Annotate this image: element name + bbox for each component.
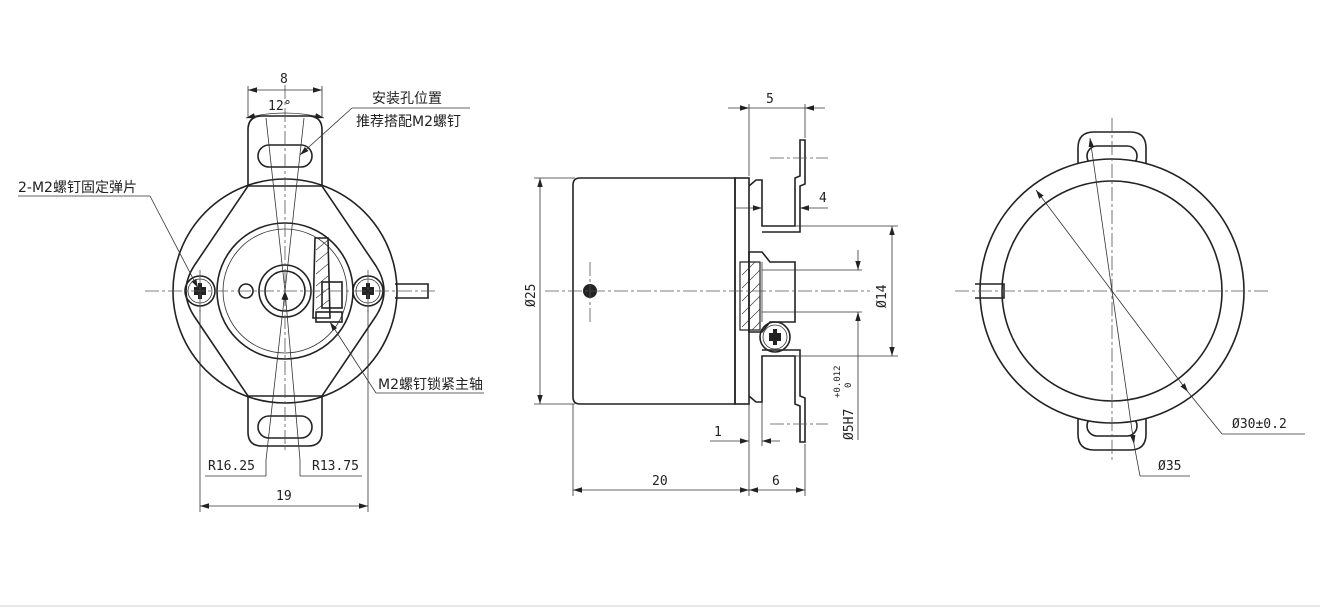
spring-bracket (748, 139, 806, 233)
dim-d35: Ø35 (1158, 459, 1181, 474)
side-view: 5 4 Ø25 Ø14 Ø5H7 +0.012 0 1 20 6 (524, 92, 898, 496)
note-screw-recommend: 推荐搭配M2螺钉 (356, 114, 461, 130)
dim-19: 19 (276, 489, 292, 504)
dim-20: 20 (652, 474, 668, 489)
rear-view: Ø30±0.2 Ø35 (955, 118, 1305, 477)
spring-plate (185, 185, 385, 397)
dim-shaft-tol-upper: +0.012 (833, 365, 843, 398)
dim-d14: Ø14 (875, 284, 890, 308)
front-view: 8 12° 安装孔位置 推荐搭配M2螺钉 2-M2螺钉固定弹片 M2螺钉锁紧主轴… (18, 72, 484, 512)
dim-6: 6 (772, 474, 780, 489)
note-shaft-screw: M2螺钉锁紧主轴 (378, 377, 483, 393)
dim-4: 4 (819, 191, 827, 206)
encoder-body (572, 177, 736, 405)
dim-d30: Ø30±0.2 (1232, 417, 1287, 432)
lock-screw (321, 281, 343, 309)
note-spring-plate: 2-M2螺钉固定弹片 (18, 180, 137, 196)
dim-r16-25: R16.25 (208, 459, 255, 474)
side-lock-screw (759, 321, 791, 353)
dim-12-degree: 12° (268, 99, 291, 114)
dim-r13-75: R13.75 (312, 459, 359, 474)
hub-section (739, 261, 761, 331)
dim-1: 1 (714, 425, 722, 440)
dim-shaft-tol-lower: 0 (844, 383, 854, 388)
lock-screw-head (315, 311, 343, 323)
dim-5: 5 (766, 92, 774, 107)
shaft-hub (748, 251, 796, 333)
note-mount-hole: 安装孔位置 (372, 91, 442, 107)
dim-d25: Ø25 (524, 284, 539, 307)
dim-8: 8 (280, 72, 288, 87)
dim-shaft-d5h7: Ø5H7 (842, 409, 857, 440)
